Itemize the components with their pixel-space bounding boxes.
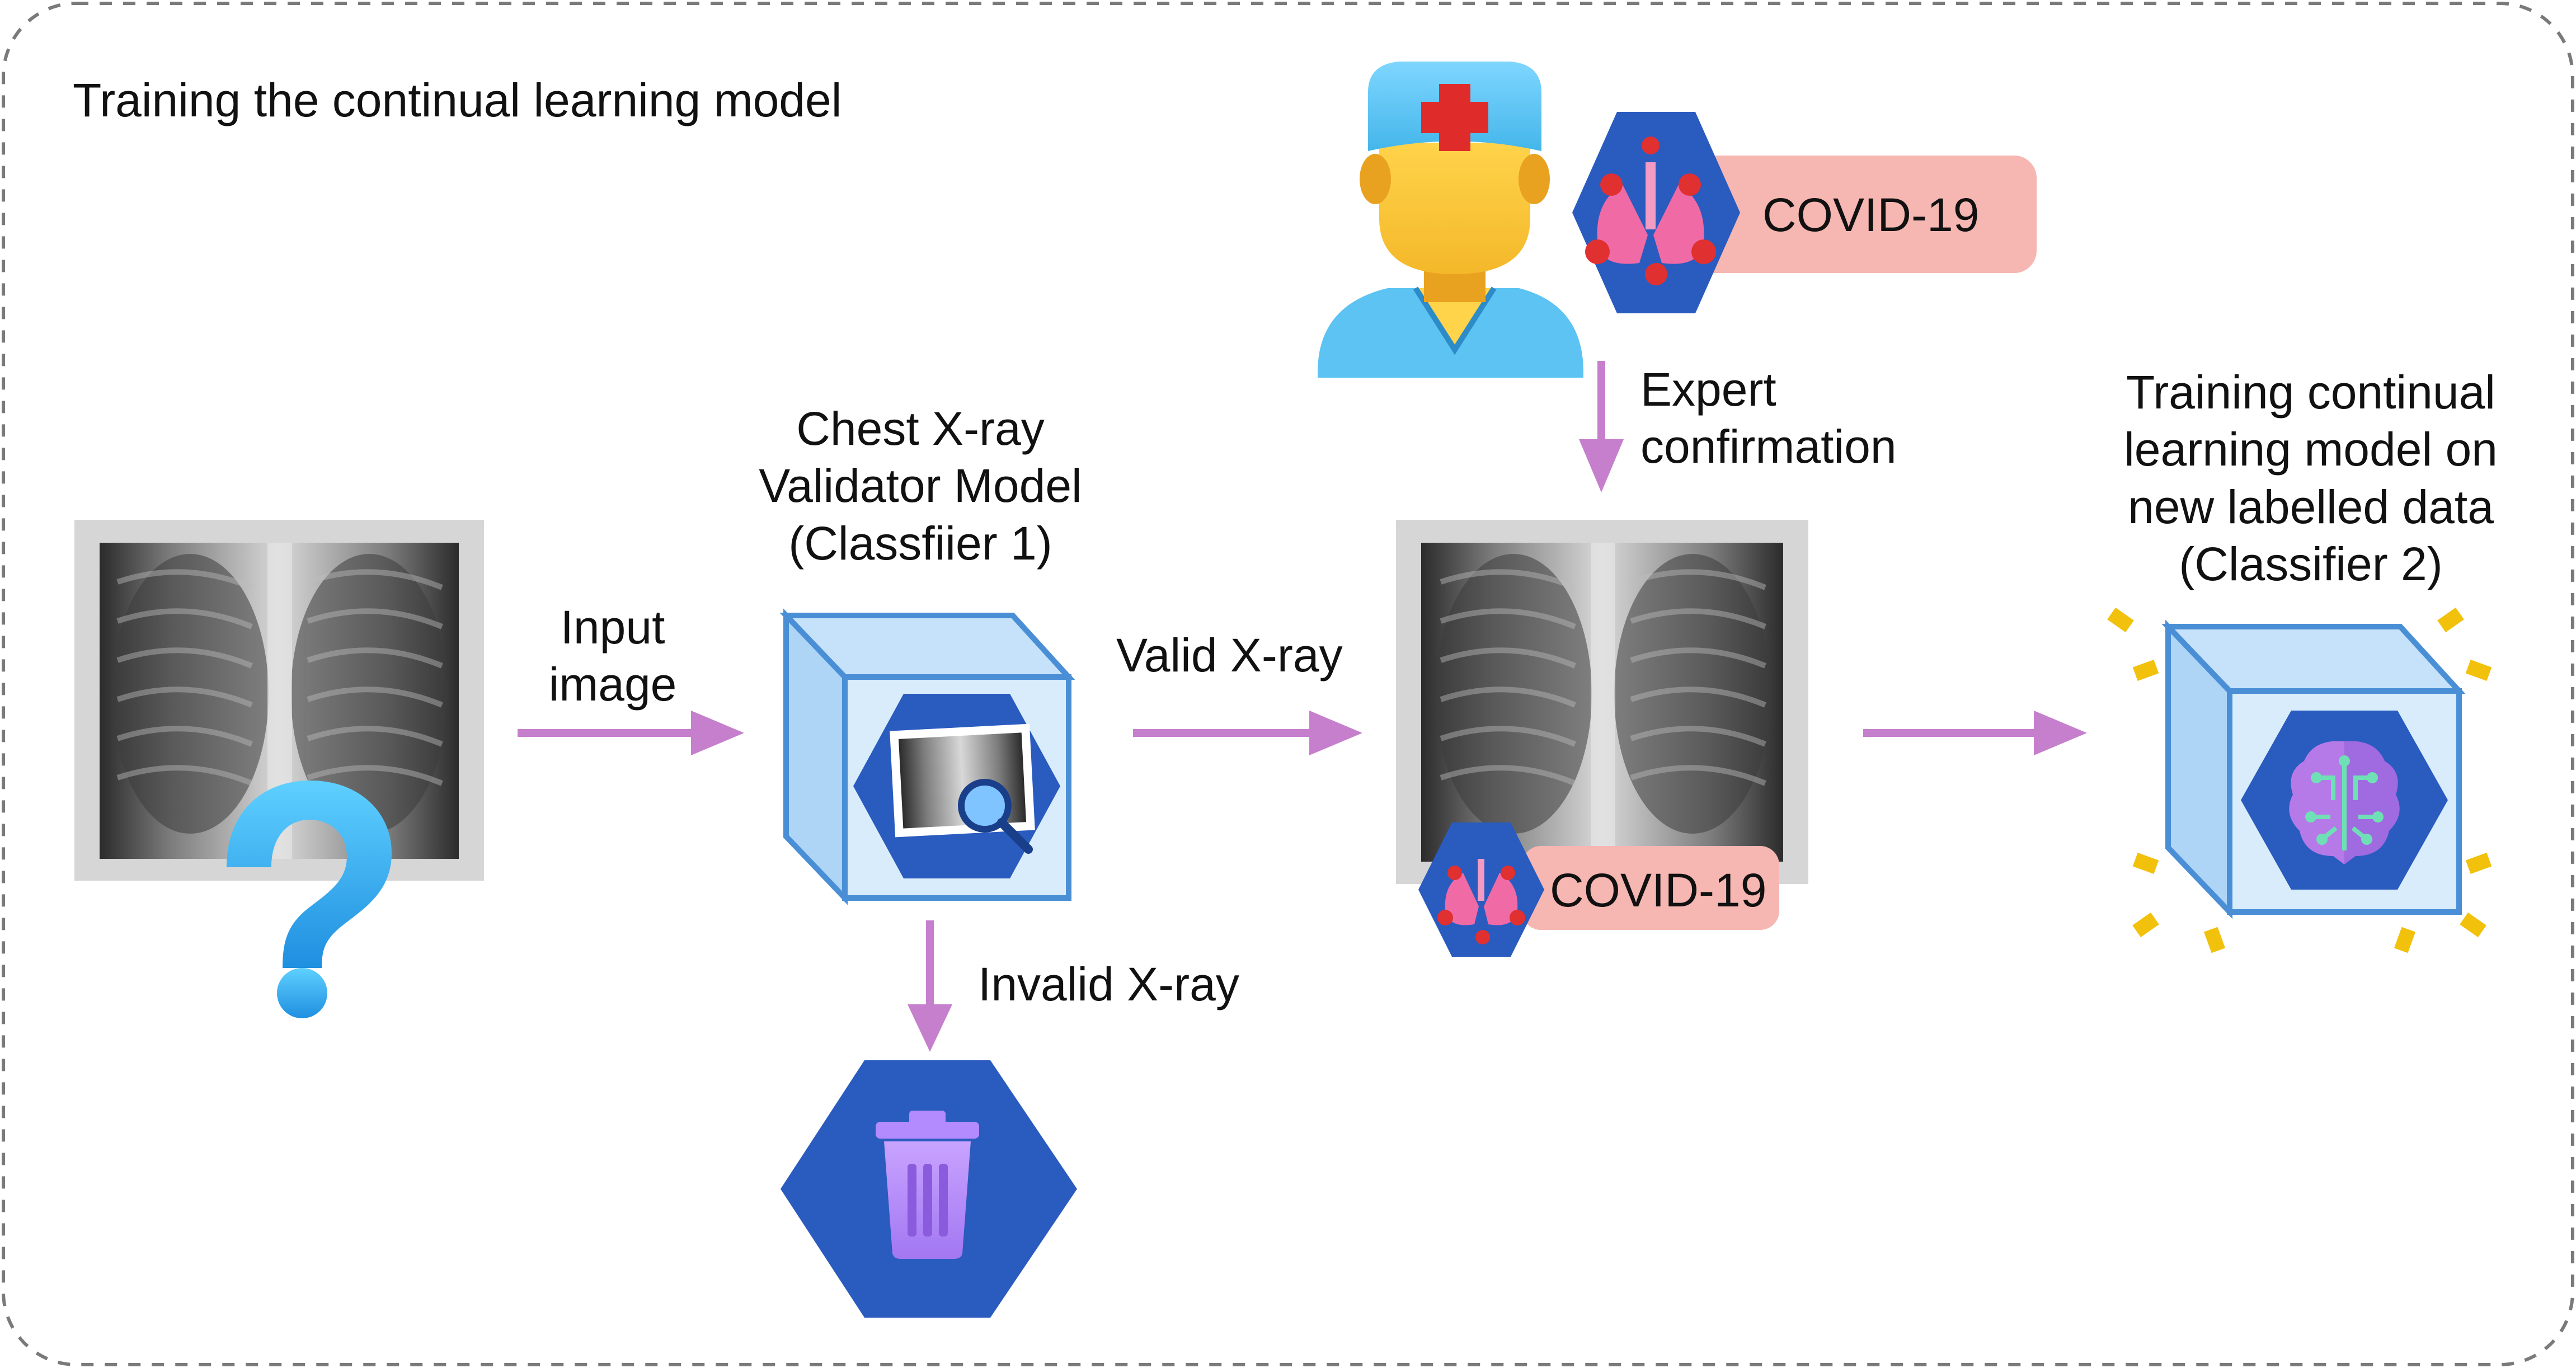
covid-label-top: COVID-19	[1762, 189, 1980, 241]
training-label: Training continual learning model on new…	[2124, 366, 2498, 591]
doctor-icon	[1318, 62, 1583, 378]
valid-xray-label: Valid X-ray	[1116, 629, 1343, 681]
xray-validator-icon	[890, 723, 1035, 854]
question-mark-icon	[227, 781, 392, 1018]
covid-tag-xray	[1418, 822, 1779, 957]
validator-label: Chest X-ray Validator Model (Classfiier …	[759, 402, 1082, 570]
arrow-to-training	[1863, 711, 2087, 755]
covid-lungs-icon	[1585, 137, 1716, 285]
trash-icon	[781, 1060, 1077, 1318]
invalid-xray-label: Invalid X-ray	[978, 958, 1239, 1010]
arrow-expert-confirmation	[1579, 361, 1624, 492]
training-cube	[2107, 607, 2492, 953]
brain-chip-icon	[2289, 741, 2400, 864]
arrow-invalid-xray	[908, 920, 952, 1052]
covid-label-xray: COVID-19	[1550, 864, 1767, 916]
covid-lungs-icon	[1437, 859, 1525, 944]
expert-confirmation-label: Expert confirmation	[1640, 363, 1897, 473]
covid-tag-top	[1572, 112, 2037, 313]
arrow-valid-xray	[1133, 711, 1362, 755]
sparkle-icon	[2107, 607, 2492, 953]
validator-cube	[779, 608, 1075, 905]
input-image-label: Input image	[548, 601, 677, 711]
arrow-input-to-validator	[518, 711, 744, 755]
diagram-title: Training the continual learning model	[73, 74, 842, 126]
